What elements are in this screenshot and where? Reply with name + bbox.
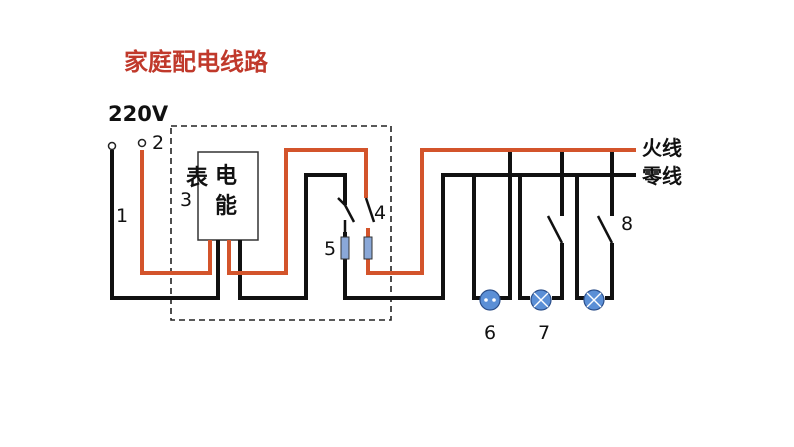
neutral-wire-label: 零线 [642, 164, 682, 188]
label-lamp-8: 8 [621, 213, 634, 235]
meter-char-dian: 电 [215, 164, 238, 189]
label-meter-3: 3 [180, 189, 193, 211]
live-wire-label: 火线 [642, 136, 682, 160]
terminal-2-post [137, 138, 147, 148]
lamp-7 [530, 289, 552, 311]
lamp-switches [546, 215, 614, 244]
voltage-label: 220V [108, 102, 169, 126]
label-socket-6: 6 [484, 322, 497, 344]
fuse-live [363, 236, 373, 260]
distribution-box-outline [170, 125, 392, 321]
socket-6 [479, 289, 501, 311]
label-lamp-7: 7 [538, 322, 551, 344]
label-terminal-1: 1 [116, 205, 129, 227]
label-fuse-5: 5 [324, 238, 337, 260]
terminal-1-post [107, 141, 117, 151]
meter-char-neng: 能 [215, 194, 238, 219]
main-switch [337, 197, 376, 232]
fuse-neutral [340, 236, 350, 260]
meter-char-biao: 表 [186, 166, 209, 191]
neutral-wire [110, 150, 636, 300]
label-terminal-2: 2 [152, 132, 165, 154]
label-switch-4: 4 [374, 202, 387, 224]
diagram-title: 家庭配电线路 [124, 48, 268, 76]
lamp-8 [583, 289, 605, 311]
